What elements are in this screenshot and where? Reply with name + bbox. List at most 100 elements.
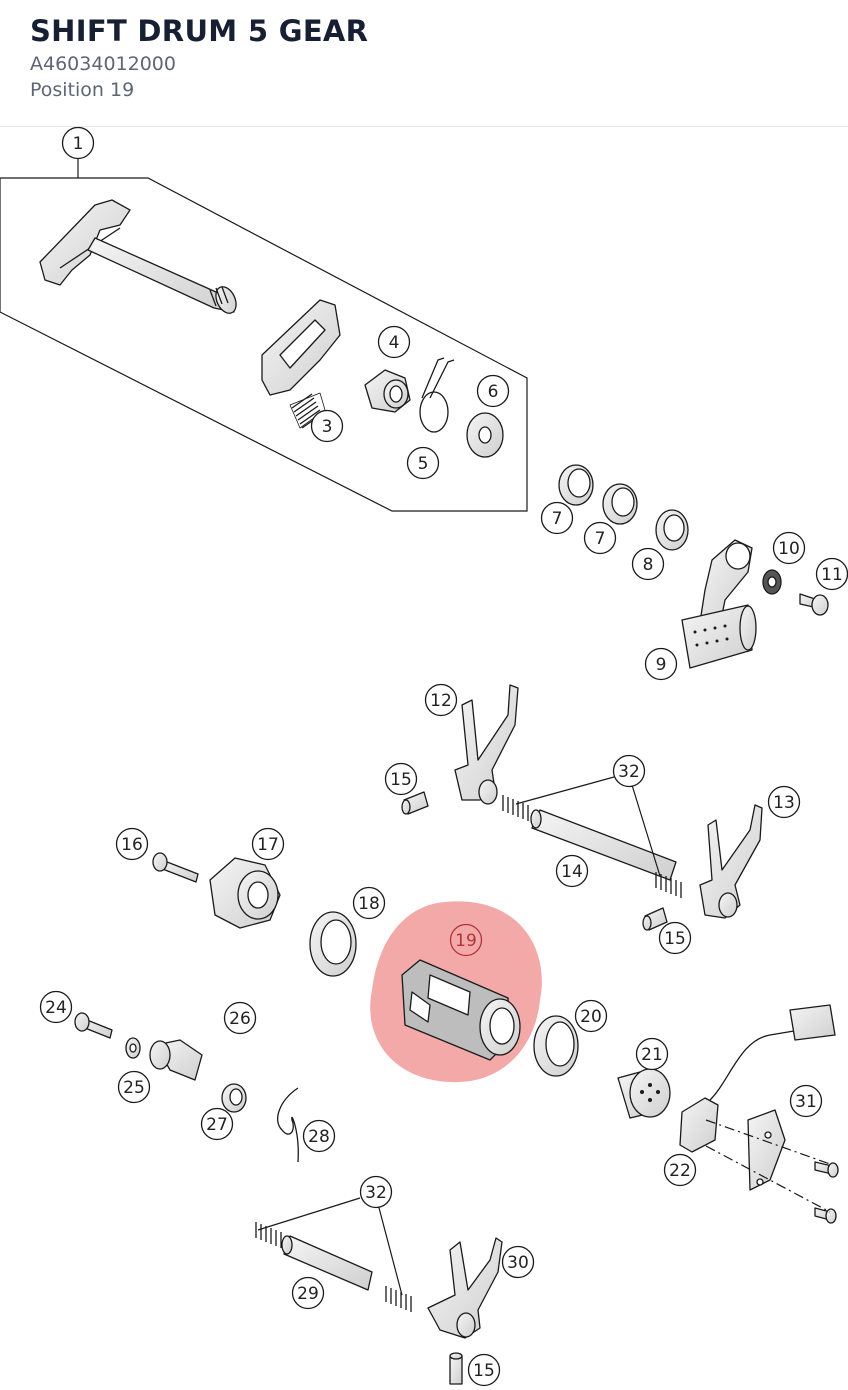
detent-lever-part bbox=[149, 1039, 203, 1081]
bushing-7a-part bbox=[558, 464, 594, 506]
bracket-31-part bbox=[747, 1109, 786, 1191]
callout-circle[interactable] bbox=[359, 1175, 393, 1209]
callout-c18[interactable]: 18 bbox=[352, 886, 386, 920]
callout-c12[interactable]: 12 bbox=[424, 683, 458, 717]
callout-circle[interactable] bbox=[635, 1037, 669, 1071]
callout-label: 7 bbox=[595, 529, 606, 549]
callout-c5[interactable]: 5 bbox=[406, 446, 440, 480]
washer-10-part bbox=[762, 569, 782, 595]
callout-circle[interactable] bbox=[377, 325, 411, 359]
callout-c10[interactable]: 10 bbox=[772, 531, 806, 565]
callout-circle[interactable] bbox=[555, 854, 589, 888]
callout-c7b[interactable]: 7 bbox=[583, 521, 617, 555]
callout-circle[interactable] bbox=[115, 827, 149, 861]
pin-15b-part bbox=[642, 907, 668, 931]
callout-c26[interactable]: 26 bbox=[223, 1001, 257, 1035]
callout-c15b[interactable]: 15 bbox=[658, 921, 692, 955]
callout-circle[interactable] bbox=[310, 409, 344, 443]
callout-circle[interactable] bbox=[449, 923, 483, 957]
callout-circle[interactable] bbox=[658, 921, 692, 955]
callout-circle[interactable] bbox=[384, 762, 418, 796]
callout-c28[interactable]: 28 bbox=[302, 1119, 336, 1153]
spring-32b-part bbox=[655, 872, 682, 898]
bolt-24-part bbox=[74, 1012, 113, 1039]
callout-c21[interactable]: 21 bbox=[635, 1037, 669, 1071]
callout-label: 27 bbox=[206, 1115, 228, 1135]
roller-27-part bbox=[221, 1083, 247, 1113]
callout-circle[interactable] bbox=[540, 501, 574, 535]
callout-c25[interactable]: 25 bbox=[117, 1070, 151, 1104]
callout-circle[interactable] bbox=[476, 374, 510, 408]
bolt-16-part bbox=[152, 852, 199, 883]
callout-circle[interactable] bbox=[631, 547, 665, 581]
callout-label: 20 bbox=[580, 1007, 602, 1027]
callout-circle[interactable] bbox=[352, 886, 386, 920]
callout-circle[interactable] bbox=[663, 1153, 697, 1187]
callout-c32a[interactable]: 32 bbox=[612, 754, 646, 788]
screw-31b-part bbox=[814, 1207, 837, 1224]
callout-circle[interactable] bbox=[223, 1001, 257, 1035]
callout-circle[interactable] bbox=[39, 990, 73, 1024]
callout-c22[interactable]: 22 bbox=[663, 1153, 697, 1187]
bolt-11-part bbox=[799, 593, 829, 616]
callout-circle[interactable] bbox=[424, 683, 458, 717]
callout-c27[interactable]: 27 bbox=[200, 1107, 234, 1141]
callout-c14[interactable]: 14 bbox=[555, 854, 589, 888]
callout-circle[interactable] bbox=[291, 1276, 325, 1310]
pin-15c-part bbox=[449, 1352, 463, 1385]
leader-lines bbox=[257, 776, 831, 1296]
callout-label: 32 bbox=[618, 762, 640, 782]
callout-circle[interactable] bbox=[251, 827, 285, 861]
callout-circle[interactable] bbox=[644, 647, 678, 681]
callout-c4[interactable]: 4 bbox=[377, 325, 411, 359]
callout-label: 22 bbox=[669, 1161, 691, 1181]
callout-circle[interactable] bbox=[789, 1084, 823, 1118]
page-title: SHIFT DRUM 5 GEAR bbox=[30, 14, 369, 48]
callout-label: 17 bbox=[257, 835, 279, 855]
bushing-7b-part bbox=[602, 483, 638, 525]
callout-c15a[interactable]: 15 bbox=[384, 762, 418, 796]
callout-label: 15 bbox=[664, 929, 686, 949]
callout-c1[interactable]: 1 bbox=[61, 127, 95, 160]
callout-circle[interactable] bbox=[61, 127, 95, 160]
callout-c15c[interactable]: 15 bbox=[467, 1353, 501, 1387]
callout-label: 12 bbox=[430, 691, 452, 711]
callout-label: 8 bbox=[643, 555, 654, 575]
callout-c29[interactable]: 29 bbox=[291, 1276, 325, 1310]
callout-label: 25 bbox=[123, 1078, 145, 1098]
callout-label: 32 bbox=[365, 1183, 387, 1203]
callout-c24[interactable]: 24 bbox=[39, 990, 73, 1024]
callout-circle[interactable] bbox=[200, 1107, 234, 1141]
shift-fork-12-part bbox=[454, 684, 519, 805]
callout-circle[interactable] bbox=[406, 446, 440, 480]
callout-circle[interactable] bbox=[117, 1070, 151, 1104]
callout-circle[interactable] bbox=[767, 785, 801, 819]
callout-c9[interactable]: 9 bbox=[644, 647, 678, 681]
callout-circle[interactable] bbox=[583, 521, 617, 555]
callout-c11[interactable]: 11 bbox=[815, 557, 848, 591]
shift-fork-13-part bbox=[699, 804, 763, 919]
shaft-14-part bbox=[530, 809, 677, 881]
callout-c19[interactable]: 19 bbox=[449, 923, 483, 957]
callout-circle[interactable] bbox=[772, 531, 806, 565]
callout-c13[interactable]: 13 bbox=[767, 785, 801, 819]
callout-c16[interactable]: 16 bbox=[115, 827, 149, 861]
callout-circle[interactable] bbox=[501, 1245, 535, 1279]
callout-c3[interactable]: 3 bbox=[310, 409, 344, 443]
callout-circle[interactable] bbox=[574, 999, 608, 1033]
callout-c8[interactable]: 8 bbox=[631, 547, 665, 581]
callout-circle[interactable] bbox=[302, 1119, 336, 1153]
callout-c31[interactable]: 31 bbox=[789, 1084, 823, 1118]
callout-c17[interactable]: 17 bbox=[251, 827, 285, 861]
callout-circle[interactable] bbox=[467, 1353, 501, 1387]
callout-c30[interactable]: 30 bbox=[501, 1245, 535, 1279]
callout-circle[interactable] bbox=[612, 754, 646, 788]
callout-label: 31 bbox=[795, 1092, 817, 1112]
callout-c6[interactable]: 6 bbox=[476, 374, 510, 408]
callout-c32b[interactable]: 32 bbox=[359, 1175, 393, 1209]
callout-c7a[interactable]: 7 bbox=[540, 501, 574, 535]
callout-label: 6 bbox=[488, 382, 499, 402]
callout-label: 21 bbox=[641, 1045, 663, 1065]
callout-c20[interactable]: 20 bbox=[574, 999, 608, 1033]
part-number: A46034012000 bbox=[30, 53, 176, 75]
